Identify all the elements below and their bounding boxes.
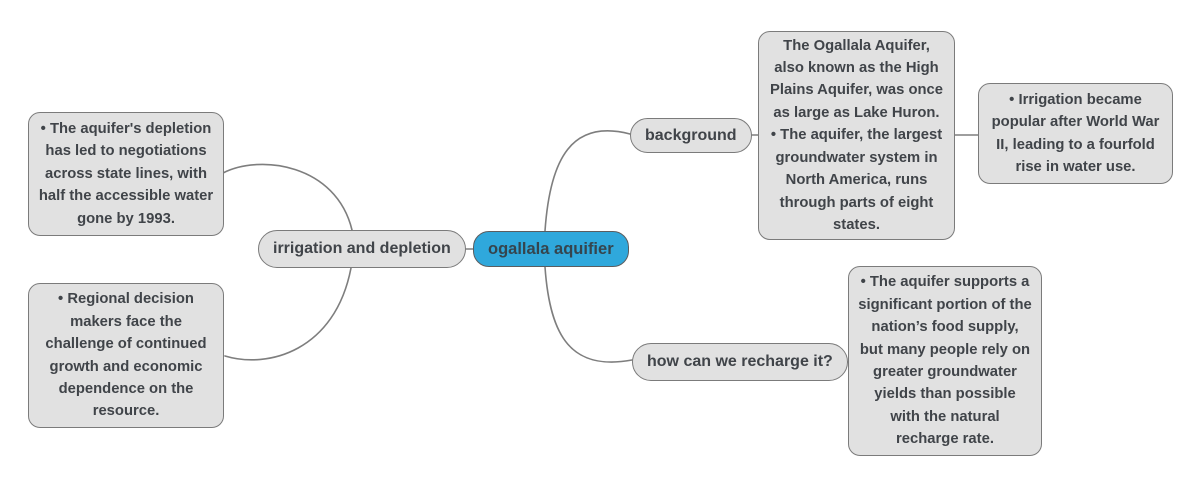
branch-how-can-we-recharge-it[interactable]: how can we recharge it? bbox=[632, 343, 848, 381]
note-irrigation-popularity[interactable]: • Irrigation became popular after World … bbox=[978, 83, 1173, 184]
note-text-group: The Ogallala Aquifer, also known as the … bbox=[768, 35, 945, 237]
note-regional-decision-makers[interactable]: • Regional decision makers face the chal… bbox=[28, 283, 224, 428]
note-aquifer-supports[interactable]: • The aquifer supports a significant por… bbox=[848, 266, 1042, 456]
note-text: • The aquifer supports a significant por… bbox=[858, 274, 1032, 448]
note-paragraph: • The aquifer, the largest groundwater s… bbox=[770, 127, 943, 233]
note-text: • Irrigation became popular after World … bbox=[991, 91, 1160, 175]
connector-irrigation-to-depletion-note bbox=[222, 163, 353, 231]
note-paragraph: The Ogallala Aquifer, also known as the … bbox=[770, 37, 943, 121]
connector-root-to-background bbox=[544, 130, 631, 232]
note-text: • The aquifer's depletion has led to neg… bbox=[38, 120, 214, 227]
connector-root-to-recharge bbox=[544, 266, 633, 363]
branch-irrigation-and-depletion[interactable]: irrigation and depletion bbox=[258, 230, 466, 268]
connector-irrigation-to-regional-note bbox=[224, 267, 352, 361]
note-aquifer-overview[interactable]: The Ogallala Aquifer, also known as the … bbox=[758, 31, 955, 240]
root-node-ogallala-aquifier[interactable]: ogallala aquifier bbox=[473, 231, 629, 267]
branch-background[interactable]: background bbox=[630, 118, 752, 153]
note-text: • Regional decision makers face the chal… bbox=[45, 291, 207, 420]
note-depletion-negotiations[interactable]: • The aquifer's depletion has led to neg… bbox=[28, 112, 224, 236]
